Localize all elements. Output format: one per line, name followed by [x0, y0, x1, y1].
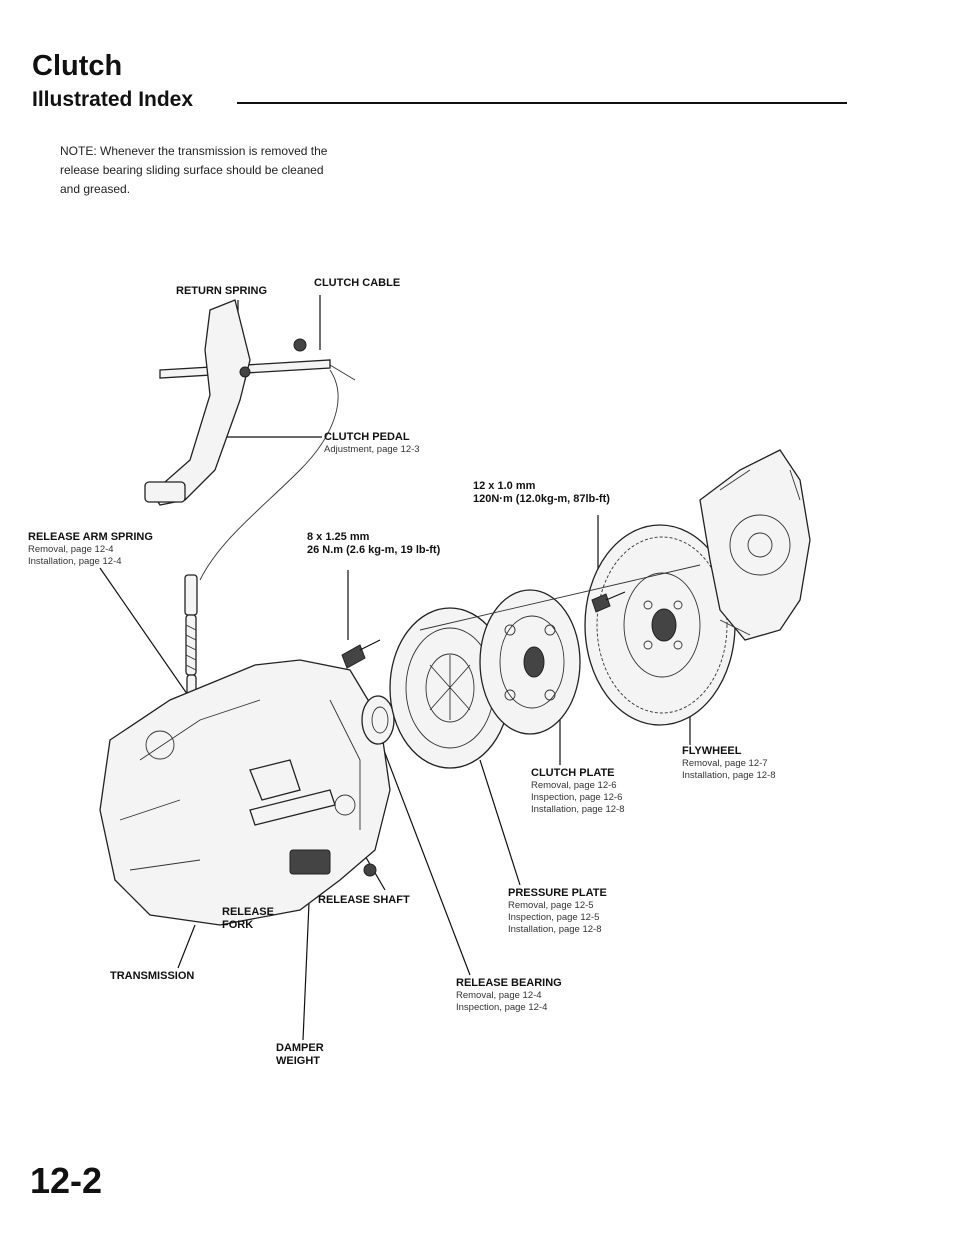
release-arm-spring-assembly: [184, 574, 198, 706]
page-subtitle: Illustrated Index: [32, 88, 194, 111]
label-release-arm-spring: RELEASE ARM SPRING: [28, 531, 153, 543]
label-bolt-8mm: 8 x 1.25 mm: [307, 531, 370, 543]
header-rule: [237, 102, 847, 104]
label-release-bearing-inspection: Inspection, page 12-4: [456, 1002, 548, 1013]
flywheel: [584, 524, 736, 726]
transmission-housing: [99, 659, 391, 926]
clutch-plate: [479, 589, 581, 735]
cable-link: [329, 364, 356, 381]
page-number: 12-2: [30, 1160, 103, 1201]
label-bolt-8mm-torque: 26 N.m (2.6 kg-m, 19 lb-ft): [307, 544, 441, 556]
label-clutch-plate-inspection: Inspection, page 12-6: [531, 792, 623, 803]
engine-block-end: [699, 449, 811, 641]
label-flywheel: FLYWHEEL: [682, 745, 742, 757]
label-pressure-plate-inspection: Inspection, page 12-5: [508, 912, 600, 923]
label-flywheel-installation: Installation, page 12-8: [682, 770, 776, 781]
release-bearing: [361, 695, 395, 745]
label-clutch-pedal-adjustment: Adjustment, page 12-3: [324, 444, 420, 455]
leader-pressure-plate: [479, 759, 521, 886]
label-release-arm-spring-removal: Removal, page 12-4: [28, 544, 114, 555]
label-clutch-plate-removal: Removal, page 12-6: [531, 780, 617, 791]
label-flywheel-removal: Removal, page 12-7: [682, 758, 768, 769]
note-line-1: NOTE: Whenever the transmission is remov…: [60, 144, 328, 158]
label-release-bearing-removal: Removal, page 12-4: [456, 990, 542, 1001]
label-transmission: TRANSMISSION: [110, 970, 195, 982]
alignment-axis: [419, 564, 701, 631]
label-pressure-plate-installation: Installation, page 12-8: [508, 924, 602, 935]
clutch-pedal-assembly: [144, 299, 339, 581]
label-return-spring: RETURN SPRING: [176, 285, 268, 297]
label-damper-weight-line1: DAMPER: [276, 1042, 324, 1054]
note-line-2: release bearing sliding surface should b…: [60, 163, 324, 177]
leader-transmission: [177, 924, 196, 969]
section-title: Clutch: [32, 50, 123, 82]
leader-release-bearing: [379, 739, 471, 976]
label-release-fork-line1: RELEASE: [222, 906, 274, 918]
label-clutch-plate-installation: Installation, page 12-8: [531, 804, 625, 815]
leader-damper-weight: [302, 879, 311, 1041]
label-pressure-plate-removal: Removal, page 12-5: [508, 900, 594, 911]
bolt-8mm: [341, 639, 381, 669]
note-line-3: and greased.: [60, 182, 131, 196]
label-clutch-plate: CLUTCH PLATE: [531, 767, 615, 779]
label-damper-weight-line2: WEIGHT: [276, 1055, 320, 1067]
label-bolt-12mm-torque: 120N·m (12.0kg-m, 87lb-ft): [473, 493, 610, 505]
label-release-bearing: RELEASE BEARING: [456, 977, 562, 989]
label-bolt-12mm: 12 x 1.0 mm: [473, 480, 536, 492]
label-clutch-cable: CLUTCH CABLE: [314, 277, 401, 289]
label-release-shaft: RELEASE SHAFT: [318, 894, 410, 906]
bolt-12mm: [591, 591, 626, 613]
label-clutch-pedal: CLUTCH PEDAL: [324, 431, 410, 443]
label-pressure-plate: PRESSURE PLATE: [508, 887, 607, 899]
note-text: NOTE: Whenever the transmission is remov…: [60, 142, 440, 199]
label-release-fork-line2: FORK: [222, 919, 254, 931]
label-release-arm-spring-installation: Installation, page 12-4: [28, 556, 122, 567]
